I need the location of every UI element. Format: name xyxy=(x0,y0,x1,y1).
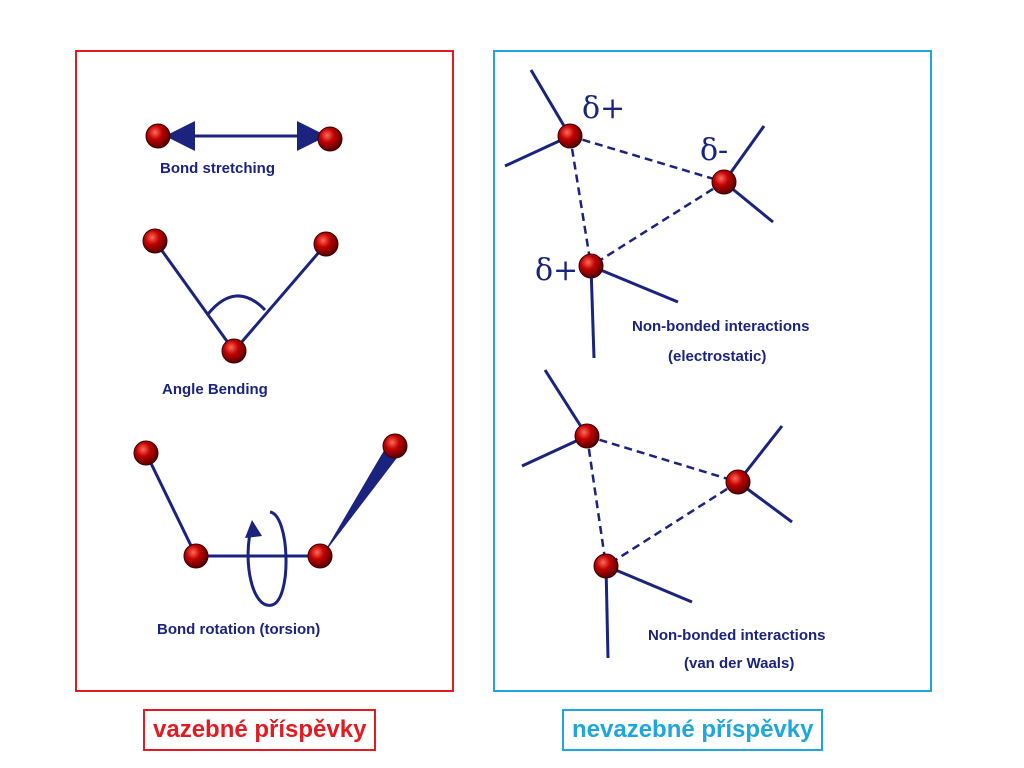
torsion-label: Bond rotation (torsion) xyxy=(157,621,320,638)
atom xyxy=(307,543,333,569)
bond-line xyxy=(605,564,693,604)
bond-line xyxy=(543,369,589,437)
nonbonded-caption: nevazebné příspěvky xyxy=(562,709,824,751)
electrostatic-subtitle: (electrostatic) xyxy=(668,348,766,365)
torsion-diagram: Bond rotation (torsion) xyxy=(133,433,408,638)
interaction-line xyxy=(585,435,608,567)
bond-line xyxy=(232,243,328,352)
atom xyxy=(382,433,408,459)
partial-positive-charge: δ+ xyxy=(535,253,578,288)
atom xyxy=(557,123,583,149)
atom xyxy=(711,169,737,195)
partial-positive-charge: δ+ xyxy=(582,91,625,126)
nonbonded-panel-frame xyxy=(493,50,932,692)
atom xyxy=(725,469,751,495)
atom xyxy=(133,440,159,466)
interaction-line xyxy=(605,480,739,568)
bond-line xyxy=(604,565,610,659)
interaction-line xyxy=(586,434,739,484)
bond-stretching-diagram: Bond stretching xyxy=(145,121,343,177)
atom xyxy=(221,338,247,364)
vdw-title: Non-bonded interactions xyxy=(648,627,826,644)
bond-line xyxy=(144,452,198,557)
interaction-line xyxy=(569,134,725,184)
atom xyxy=(142,228,168,254)
rotation-arrow xyxy=(246,510,288,607)
bond-line xyxy=(590,264,679,304)
atom xyxy=(574,423,600,449)
bond-line xyxy=(589,265,596,359)
vdw-diagram: Non-bonded interactions (van der Waals) xyxy=(521,369,826,672)
atom xyxy=(183,543,209,569)
bond-line xyxy=(153,240,236,352)
rotation-arrowhead xyxy=(245,520,262,538)
bonded-panel-frame xyxy=(75,50,454,692)
bond-stretching-label: Bond stretching xyxy=(160,160,275,177)
atom xyxy=(578,253,604,279)
angle-bending-label: Angle Bending xyxy=(162,381,268,398)
electrostatic-title: Non-bonded interactions xyxy=(632,318,810,335)
electrostatic-diagram: δ+ δ- δ+ Non-bonded interactions (electr… xyxy=(504,69,810,365)
bond-line xyxy=(529,69,572,137)
wedge-bond xyxy=(322,442,403,556)
atom xyxy=(317,126,343,152)
partial-negative-charge: δ- xyxy=(700,133,728,168)
interaction-line xyxy=(590,180,725,268)
interaction-line xyxy=(568,135,593,267)
atom xyxy=(145,123,171,149)
atom xyxy=(593,553,619,579)
bonded-caption: vazebné příspěvky xyxy=(143,709,377,751)
angle-arc xyxy=(206,294,267,315)
atom xyxy=(313,231,339,257)
vdw-subtitle: (van der Waals) xyxy=(684,655,794,672)
angle-bending-diagram: Angle Bending xyxy=(142,228,339,398)
